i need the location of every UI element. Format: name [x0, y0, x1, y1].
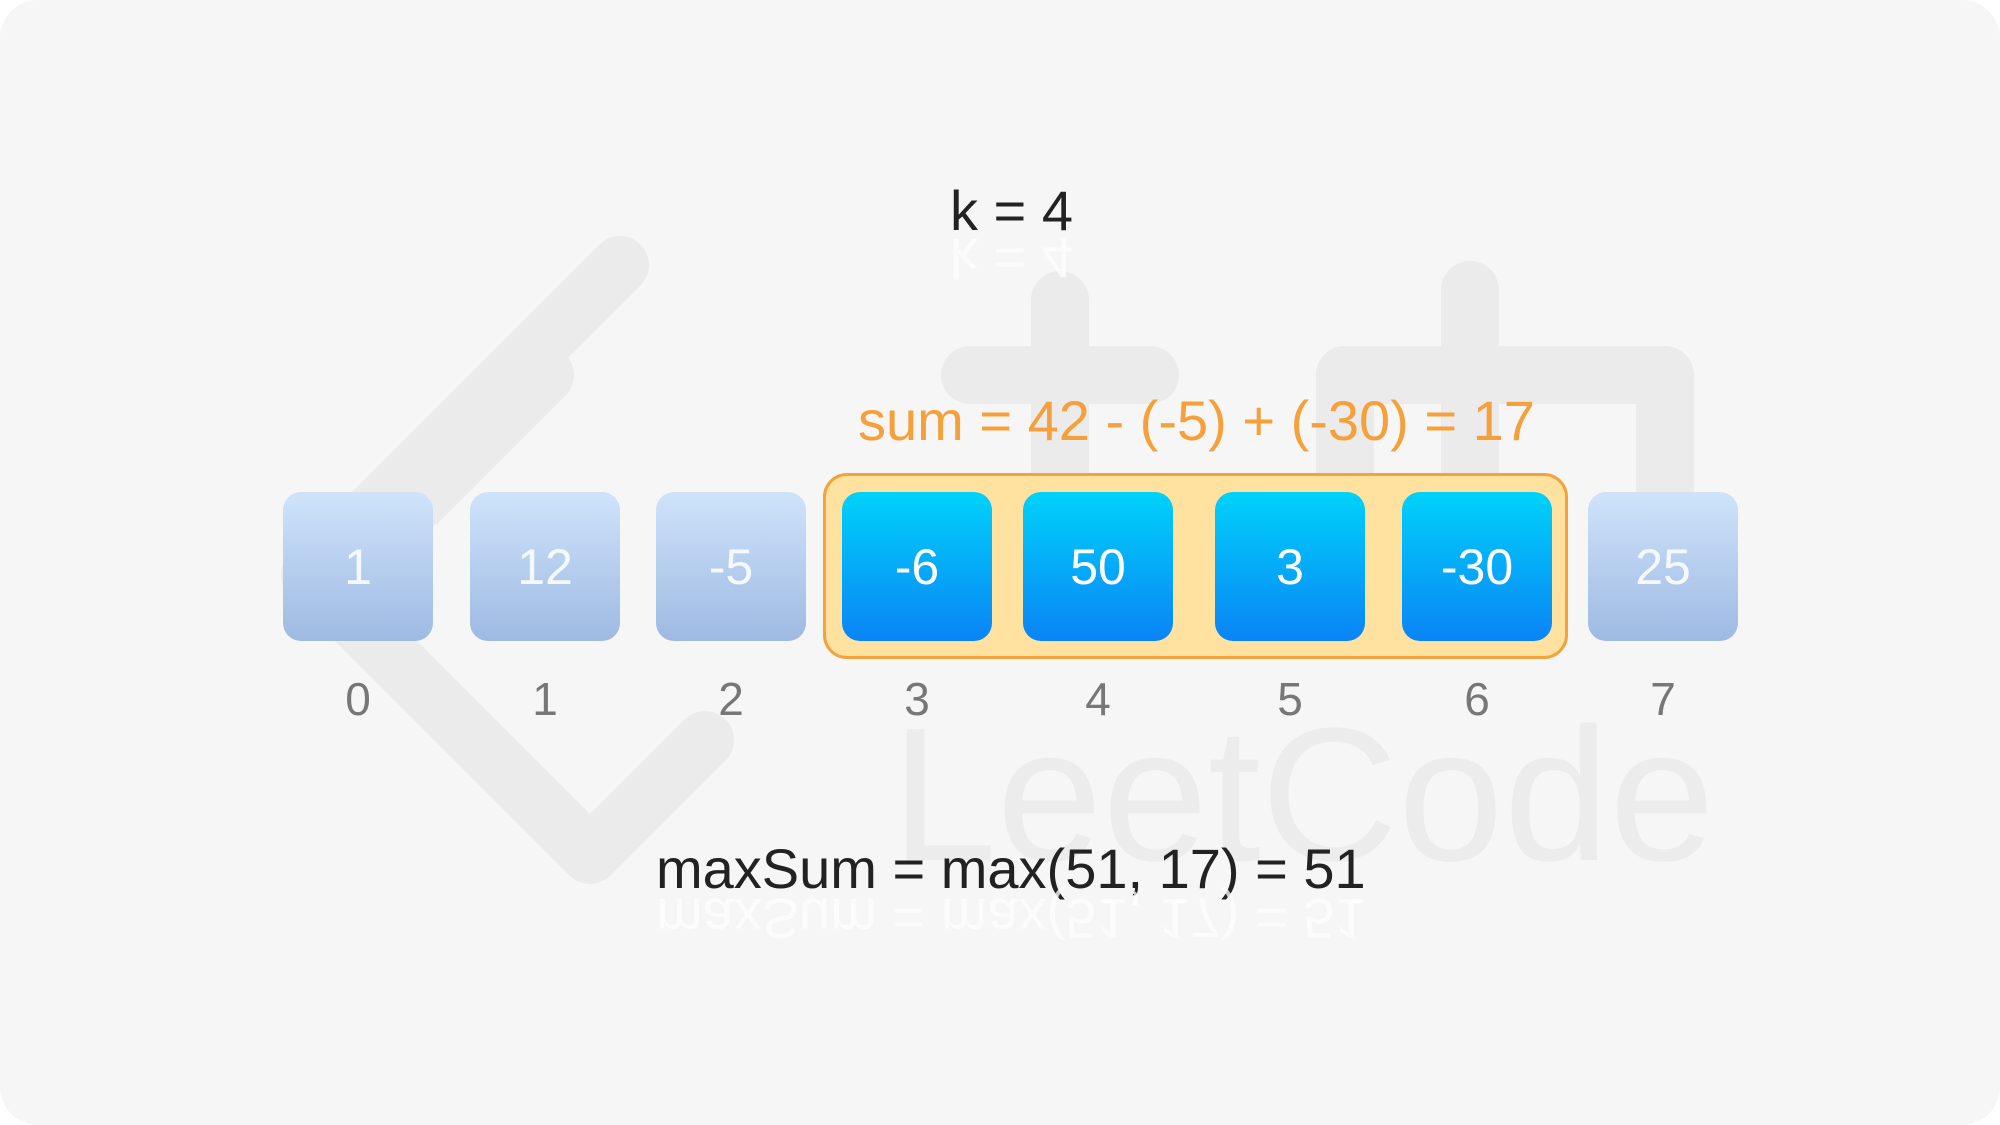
array-index-label: 3: [904, 673, 930, 725]
array-cell: 3: [1215, 492, 1365, 641]
array-index-label: 2: [718, 673, 744, 725]
k-label: k = 4: [950, 179, 1073, 242]
array-index-label: 5: [1277, 673, 1303, 725]
array-cell: 25: [1588, 492, 1738, 641]
array-index-label: 4: [1085, 673, 1111, 725]
array-index-label: 1: [532, 673, 558, 725]
array-cell: 12: [470, 492, 620, 641]
array-index-label: 7: [1650, 673, 1676, 725]
array-cell: 1: [283, 492, 433, 641]
array-index-label: 0: [345, 673, 371, 725]
array-cell: -5: [656, 492, 806, 641]
array-cell: 50: [1023, 492, 1173, 641]
array-index-label: 6: [1464, 673, 1490, 725]
array-cell: -6: [842, 492, 992, 641]
max-sum-label: maxSum = max(51, 17) = 51: [656, 837, 1366, 900]
window-sum-label: sum = 42 - (-5) + (-30) = 17: [858, 389, 1535, 452]
array-cell: -30: [1402, 492, 1552, 641]
